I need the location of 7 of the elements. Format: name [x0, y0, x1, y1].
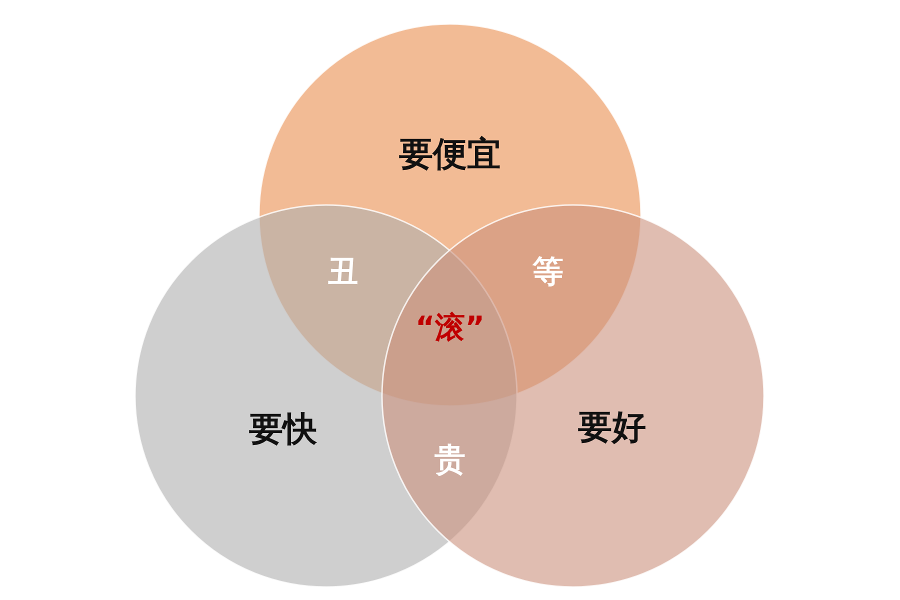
circle-label: 要便宜 [399, 136, 501, 174]
overlap-label: 等 [532, 254, 564, 290]
overlap-label: 贵 [434, 442, 466, 478]
overlap-label: “滚” [415, 312, 485, 344]
circle-label: 要快 [249, 411, 317, 449]
circle-label: 要好 [578, 409, 646, 447]
overlap-label: 丑 [328, 254, 358, 290]
